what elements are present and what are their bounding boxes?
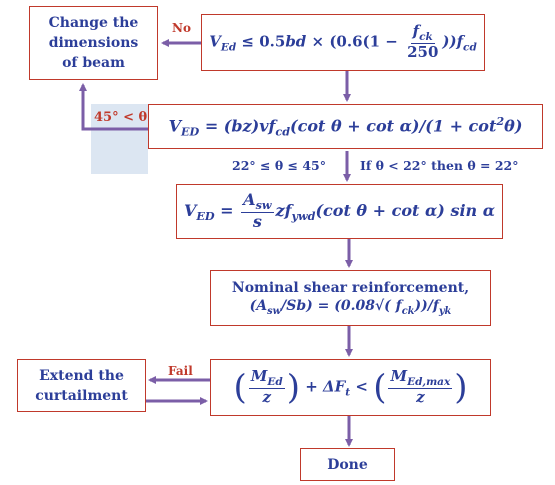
- fail-label: Fail: [168, 364, 193, 378]
- moment-lt: <: [355, 377, 368, 396]
- moment-den2: z: [416, 388, 425, 407]
- extend-box: Extend the curtailment: [17, 359, 146, 412]
- done-label: Done: [327, 456, 368, 473]
- moment-check-box: ( MEd z ) + ΔFt < ( MEd,max z ): [210, 359, 491, 416]
- ved-asw-eq: =: [220, 201, 234, 220]
- ved-theta-rest: (cot θ + cot α)/(1 + cot: [290, 116, 497, 136]
- theta-range-label: 22° ≤ θ ≤ 45°: [232, 158, 326, 173]
- moment-mid: + ΔF: [305, 377, 346, 396]
- shear-rel: ≤ 0.5: [241, 32, 286, 51]
- shear-frac-num-sub: ck: [419, 31, 433, 44]
- ved-theta-rhs: = (bz)vf: [204, 116, 276, 136]
- ved-theta-box: VED = (bz)vfcd(cot θ + cot α)/(1 + cot2θ…: [148, 104, 543, 149]
- ved-asw-lhs-sub: ED: [196, 209, 215, 224]
- done-box: Done: [300, 448, 395, 481]
- nominal-a-sub: sw: [267, 305, 282, 317]
- change-dimensions-line-1: Change the: [48, 15, 139, 31]
- nominal-c-sub: yk: [438, 305, 452, 317]
- nominal-box: Nominal shear reinforcement, (Asw/Sb) = …: [210, 270, 491, 326]
- ved-asw-num-sub: sw: [255, 198, 272, 213]
- theta-high-label: 45° < θ: [94, 110, 148, 125]
- ved-theta-end: θ): [504, 116, 523, 136]
- theta-low-label: If θ < 22° then θ = 22°: [360, 158, 519, 173]
- shear-frac-num: f: [412, 22, 420, 41]
- extend-line-2: curtailment: [35, 387, 128, 404]
- arrow-theta-high: [79, 83, 148, 131]
- ved-theta-sup: 2: [496, 114, 505, 129]
- ved-asw-fraction: Asw s: [241, 190, 274, 232]
- moment-num1-sub: Ed: [267, 376, 283, 389]
- shear-bd: bd: [285, 32, 307, 51]
- ved-asw-den: s: [252, 212, 262, 232]
- nominal-b-sub: ck: [401, 305, 415, 317]
- nominal-b: /Sb) = (0.08√( f: [281, 297, 402, 314]
- shear-frac-den: 250: [407, 43, 439, 62]
- change-dimensions-line-2: dimensions: [48, 35, 139, 51]
- ved-asw-rest: (cot θ + cot α) sin α: [315, 201, 496, 220]
- moment-num2: M: [390, 367, 408, 386]
- shear-check-box: VEd ≤ 0.5bd × (0.6(1 − fck 250 ))fcd: [201, 14, 485, 71]
- nominal-a: (A: [249, 297, 268, 314]
- no-label: No: [172, 21, 191, 35]
- ved-asw-rhs: zf: [275, 201, 292, 220]
- shear-lhs: V: [209, 32, 221, 51]
- ved-theta-lhs-sub: ED: [181, 124, 200, 139]
- nominal-c: ))/f: [414, 297, 439, 314]
- moment-mid-sub: t: [345, 386, 351, 399]
- change-dimensions-box: Change the dimensions of beam: [29, 6, 158, 80]
- ved-asw-num: A: [243, 190, 256, 210]
- ved-asw-lhs: V: [183, 201, 197, 220]
- moment-den1: z: [262, 388, 271, 407]
- extend-line-1: Extend the: [39, 367, 124, 384]
- change-dimensions-line-3: of beam: [62, 55, 125, 71]
- shear-fraction: fck 250: [405, 22, 440, 62]
- shear-times: × (0.6(1 −: [311, 32, 398, 51]
- moment-num2-sub: Ed,max: [407, 376, 451, 389]
- shear-tail-sub: cd: [463, 41, 477, 54]
- shear-tail: ))f: [442, 32, 464, 51]
- moment-frac-1: MEd z: [248, 367, 285, 407]
- ved-theta-lhs: V: [168, 116, 181, 136]
- ved-asw-rhs-sub: ywd: [291, 209, 316, 224]
- moment-frac-2: MEd,max z: [388, 367, 453, 407]
- shear-lhs-sub: Ed: [220, 41, 237, 54]
- ved-theta-rhs-sub: cd: [275, 124, 291, 139]
- ved-asw-box: VED = Asw s zfywd(cot θ + cot α) sin α: [176, 184, 503, 239]
- nominal-title: Nominal shear reinforcement,: [231, 279, 470, 296]
- moment-num1: M: [250, 367, 268, 386]
- highlight-panel: [91, 104, 148, 174]
